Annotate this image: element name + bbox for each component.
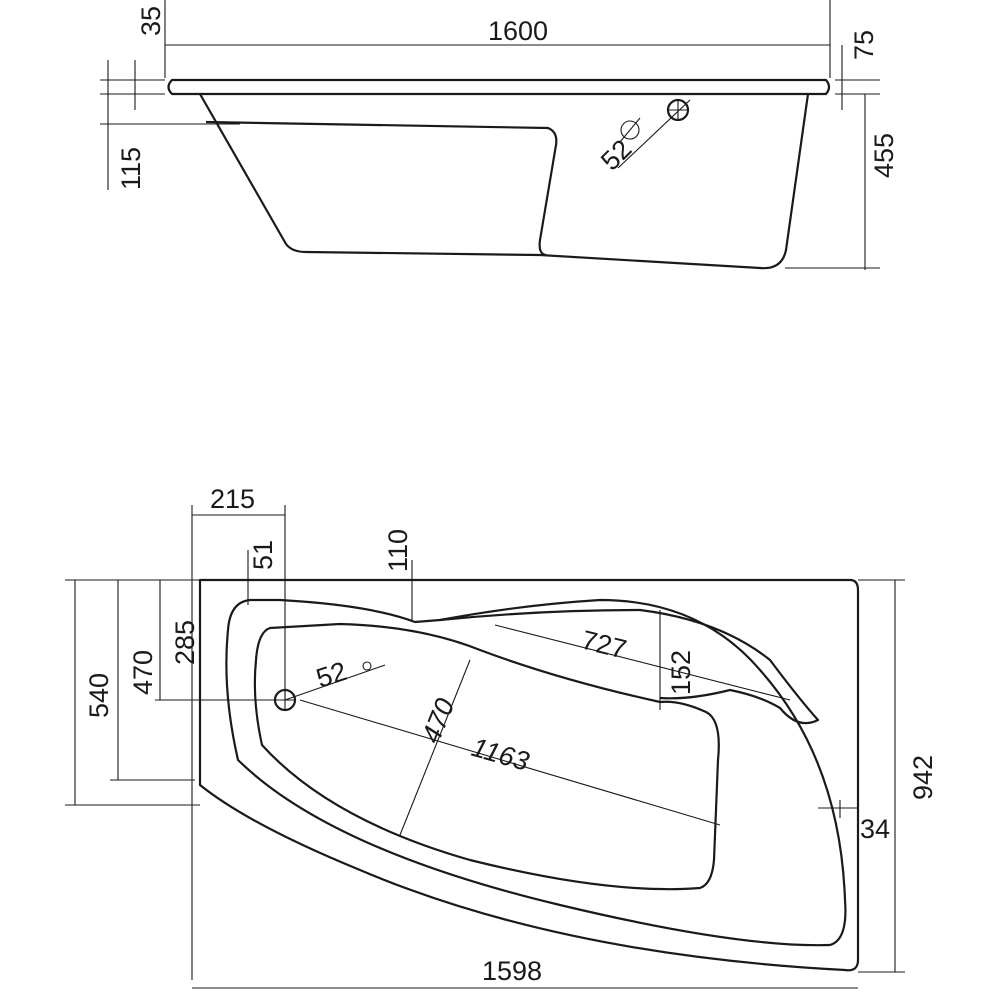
dim-1163: 1163 [468, 732, 532, 777]
dim-727: 727 [579, 625, 630, 665]
seat-step [205, 120, 558, 257]
basin [253, 622, 720, 891]
plan-view: 215 51 110 285 470 540 52 727 152 470 11… [65, 484, 938, 989]
dim-470-left: 470 [128, 650, 158, 695]
dim-75: 75 [849, 30, 879, 60]
dim-35: 35 [136, 6, 166, 36]
dim-34: 34 [860, 814, 890, 844]
dim-115: 115 [116, 147, 146, 190]
drain-leader [617, 99, 691, 169]
dim-152: 152 [666, 650, 696, 695]
dim-470-basin: 470 [416, 694, 461, 747]
dim-455: 455 [869, 133, 899, 178]
dim-285: 285 [170, 620, 200, 665]
tub-body [199, 93, 810, 270]
side-view: 35 1600 75 115 455 52 [100, 0, 899, 270]
dim-51: 51 [248, 540, 278, 570]
outer-outline [198, 578, 860, 972]
dim-1600: 1600 [488, 16, 548, 46]
seat-shelf [439, 608, 820, 725]
dim-540: 540 [84, 673, 114, 718]
dim-1598: 1598 [482, 956, 542, 986]
dim-215: 215 [210, 484, 255, 514]
dim-52-side: 52 [595, 134, 637, 176]
rim [167, 78, 831, 96]
dim-942: 942 [908, 755, 938, 800]
rim-inner [225, 598, 847, 947]
dim-110: 110 [383, 529, 413, 572]
